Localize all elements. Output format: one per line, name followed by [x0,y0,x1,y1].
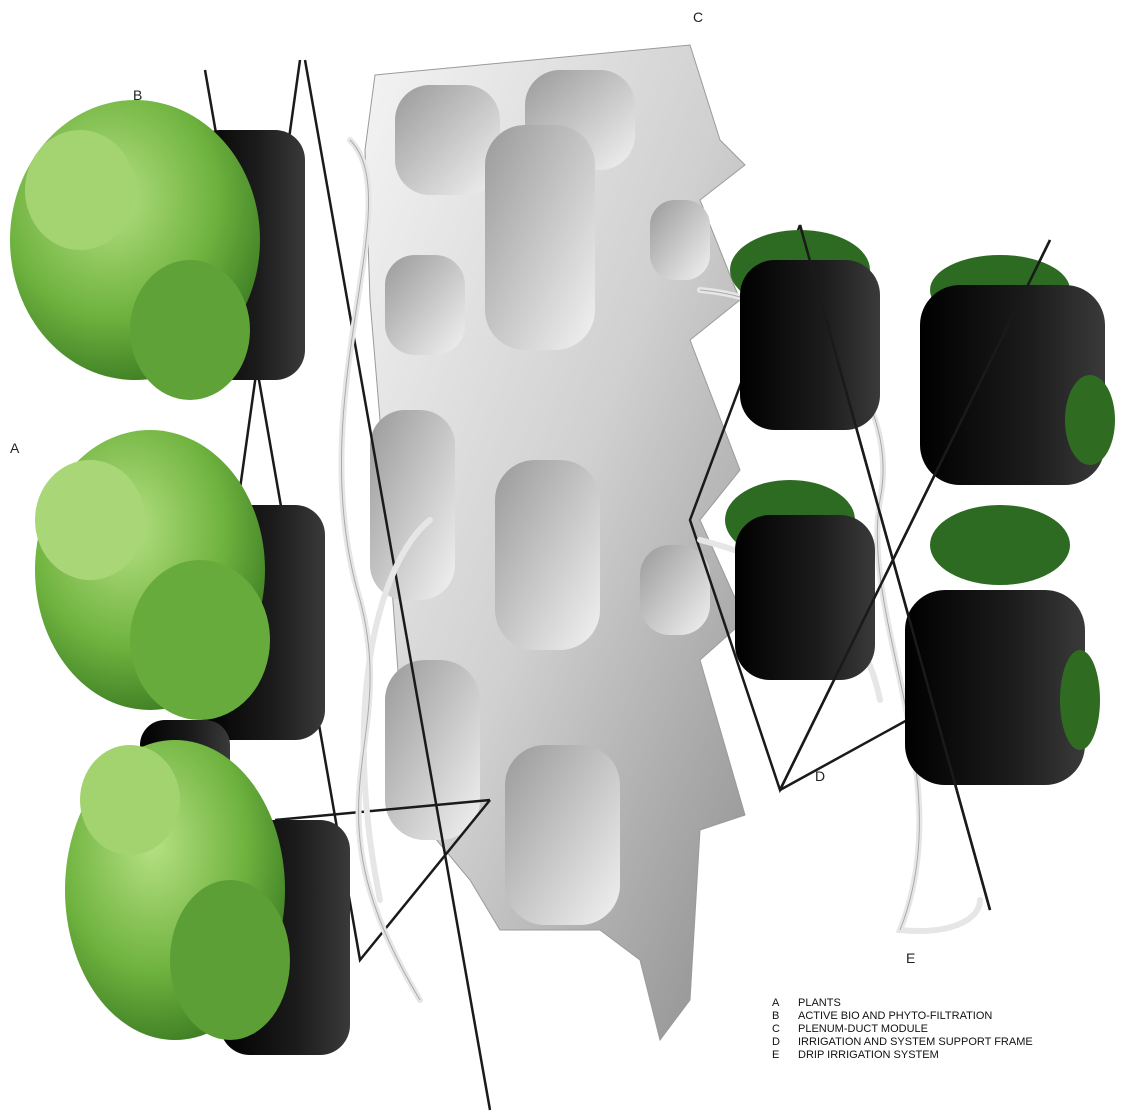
label-d: D [815,768,826,784]
legend-text: IRRIGATION AND SYSTEM SUPPORT FRAME [798,1036,1033,1049]
legend-text: PLENUM-DUCT MODULE [798,1023,928,1036]
legend-text: PLANTS [798,997,841,1010]
legend: APLANTS BACTIVE BIO AND PHYTO-FILTRATION… [772,997,1033,1062]
planter-pot [735,515,875,680]
label-b: B [133,87,143,103]
legend-text: DRIP IRRIGATION SYSTEM [798,1049,939,1062]
legend-key: C [772,1023,798,1036]
legend-row: APLANTS [772,997,1033,1010]
label-a: A [10,440,20,456]
legend-key: E [772,1049,798,1062]
legend-key: B [772,1010,798,1023]
label-c: C [693,9,704,25]
legend-key: D [772,1036,798,1049]
plenum-duct-module [365,45,745,1040]
legend-row: CPLENUM-DUCT MODULE [772,1023,1033,1036]
legend-row: EDRIP IRRIGATION SYSTEM [772,1049,1033,1062]
legend-text: ACTIVE BIO AND PHYTO-FILTRATION [798,1010,992,1023]
legend-row: DIRRIGATION AND SYSTEM SUPPORT FRAME [772,1036,1033,1049]
planter-pot [740,260,880,430]
planter-pot [905,590,1085,785]
left-plants [10,100,290,1040]
label-e: E [906,950,916,966]
legend-row: BACTIVE BIO AND PHYTO-FILTRATION [772,1010,1033,1023]
legend-key: A [772,997,798,1010]
